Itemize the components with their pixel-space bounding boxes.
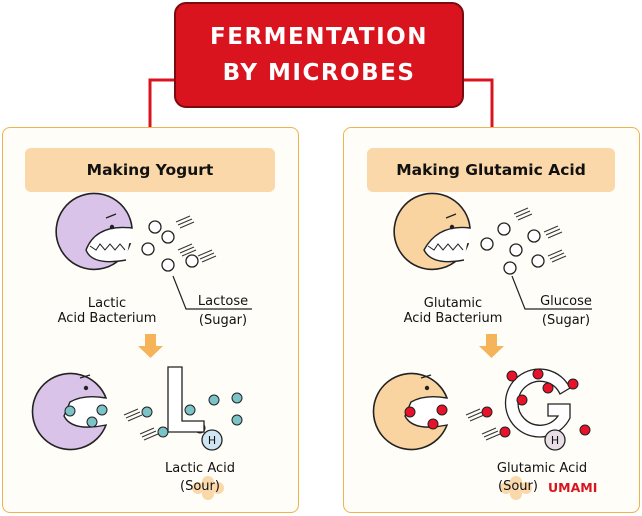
lactose-pointer xyxy=(172,275,252,310)
lactose-label: Lactose (Sugar) xyxy=(188,294,258,328)
glucose-label: Glucose (Sugar) xyxy=(530,294,602,328)
hydrogen-label-right: H xyxy=(550,434,560,447)
umami-label: UMAMI xyxy=(548,480,598,495)
lactic-acid-name: Lactic Acid xyxy=(164,461,236,476)
glutamic-acid-g-shape xyxy=(504,368,571,438)
title-line-2: BY MICROBES xyxy=(222,60,416,86)
hydrogen-label-left: H xyxy=(207,434,217,447)
glutamic-bacterium-label: Glutamic Acid Bacterium xyxy=(392,296,514,326)
down-arrow-icon-left xyxy=(138,334,163,358)
lactose-speed-lines xyxy=(175,215,217,263)
lactic-bacterium-label-line1: Lactic xyxy=(87,296,127,311)
title-connector-left xyxy=(148,78,174,127)
lactic-acid-speed-lines xyxy=(123,408,159,441)
glutamic-bacterium-label-line2: Acid Bacterium xyxy=(403,311,503,326)
glutamic-acid-note: (Sour) xyxy=(498,479,538,494)
down-arrow-icon-right xyxy=(479,334,504,358)
glutamic-bacterium-label-line1: Glutamic xyxy=(423,296,483,311)
glutamic-acid-name: Glutamic Acid xyxy=(496,461,588,476)
glutamic-acid-molecules xyxy=(404,368,591,438)
hydrogen-marker-left xyxy=(201,429,223,451)
title-connector-right xyxy=(464,78,494,127)
title-box: FERMENTATION BY MICROBES xyxy=(174,2,464,108)
lactic-bacterium-label-line2: Acid Bacterium xyxy=(57,311,157,326)
sour-splash-right xyxy=(500,476,532,500)
lactic-acid-l-shape xyxy=(167,366,205,433)
glutamic-bacterium-icon xyxy=(393,192,471,271)
lactose-molecules xyxy=(141,220,199,272)
lactic-bacterium-label: Lactic Acid Bacterium xyxy=(46,296,168,326)
lactic-acid-note: (Sour) xyxy=(180,479,220,494)
glutamic-acid-label: Glutamic Acid xyxy=(486,461,598,476)
hydrogen-marker-right xyxy=(544,429,566,451)
glucose-pointer xyxy=(511,275,592,310)
sour-splash-left xyxy=(192,476,224,500)
title-line-1: FERMENTATION xyxy=(210,24,428,50)
glucose-note: (Sugar) xyxy=(541,313,591,328)
lactic-bacterium-icon xyxy=(55,192,133,271)
glucose-molecules xyxy=(480,222,545,275)
lactic-acid-label: Lactic Acid (Sour) xyxy=(150,461,250,494)
glucose-name: Glucose xyxy=(540,294,592,309)
lactose-name: Lactose xyxy=(197,294,249,309)
glutamic-heading: Making Glutamic Acid xyxy=(367,148,615,192)
yogurt-heading: Making Yogurt xyxy=(25,148,275,192)
lactose-note: (Sugar) xyxy=(198,313,248,328)
